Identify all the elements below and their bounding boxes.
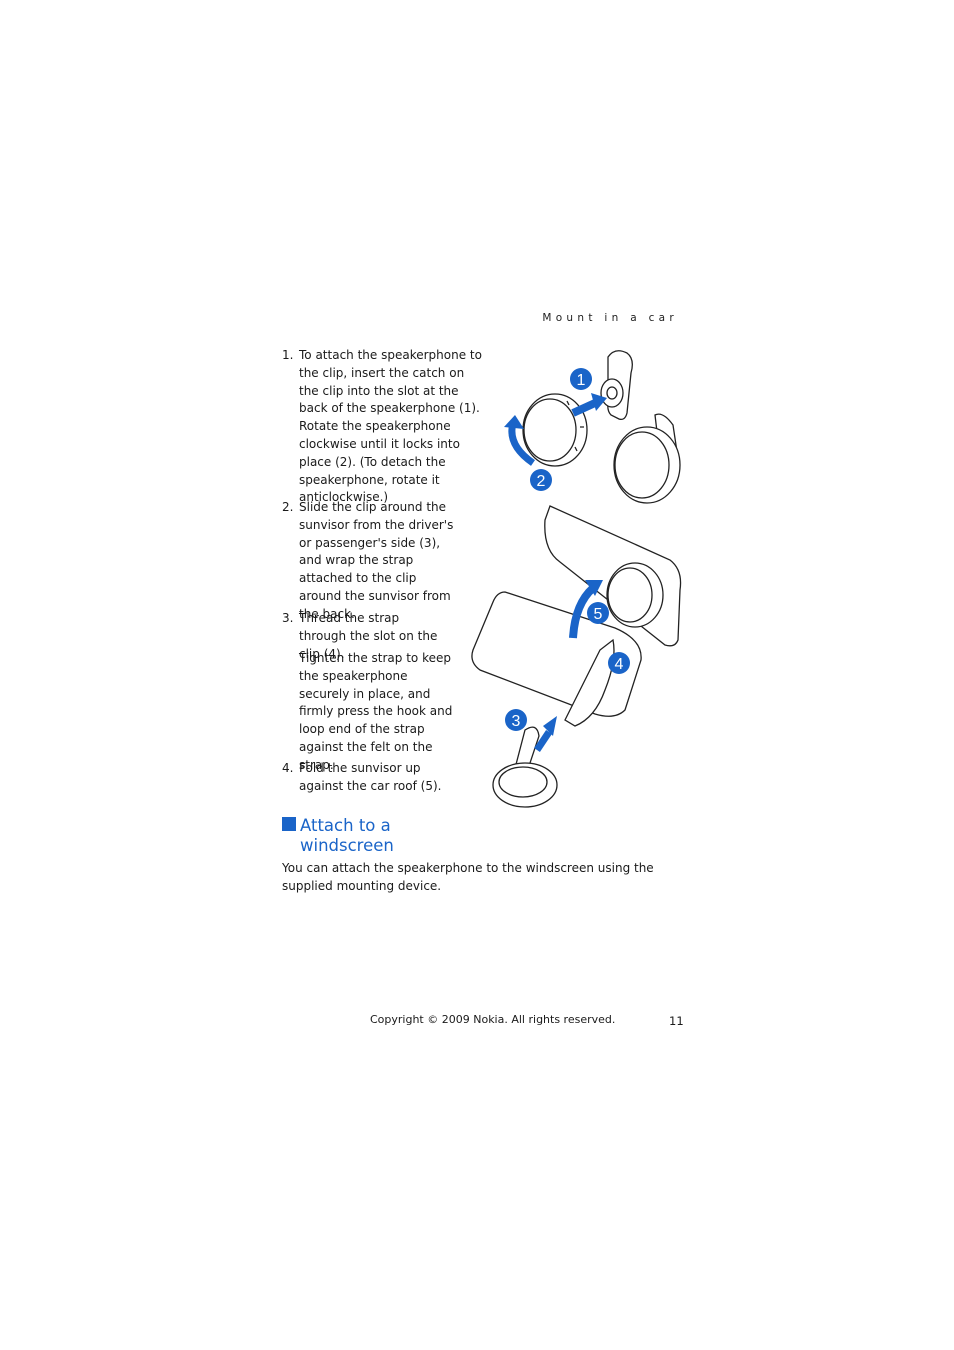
svg-text:4: 4 <box>615 656 624 673</box>
page-number: 11 <box>669 1014 684 1028</box>
svg-text:3: 3 <box>512 713 521 730</box>
step-number: 1. <box>282 348 294 362</box>
callout-2: 2 <box>530 469 552 491</box>
step-text: Slide the clip around the sunvisor from … <box>299 500 454 621</box>
svg-text:1: 1 <box>577 372 586 389</box>
section-heading-text: Attach to a windscreen <box>300 816 394 855</box>
callout-1: 1 <box>570 368 592 390</box>
sunvisor-illustration: 5 4 3 <box>471 505 682 808</box>
step-number: 3. <box>282 611 294 625</box>
arrow-1-icon <box>571 393 607 417</box>
section-intro: You can attach the speakerphone to the w… <box>282 861 654 893</box>
step-number: 2. <box>282 500 294 514</box>
arrow-2-icon <box>504 415 536 466</box>
svg-text:5: 5 <box>594 606 603 623</box>
arrow-3-icon <box>534 716 557 752</box>
footer-copyright: Copyright © 2009 Nokia. All rights reser… <box>370 1013 616 1026</box>
arrow-5-icon <box>569 580 603 639</box>
heading-bullet-icon <box>282 817 296 831</box>
step-text: To attach the speakerphone to the clip, … <box>299 348 482 505</box>
callout-5: 5 <box>587 602 609 624</box>
callout-4: 4 <box>608 652 630 674</box>
step-text: Fold the sunvisor up against the car roo… <box>299 761 442 793</box>
clip-attach-illustration: 1 2 <box>504 350 681 504</box>
callout-3: 3 <box>505 709 527 731</box>
step-number: 4. <box>282 761 294 775</box>
step-note: Tighten the strap to keep the speakerpho… <box>299 651 453 772</box>
running-header: Mount in a car <box>542 312 678 324</box>
step-text: Thread the strap through the slot on the… <box>299 611 438 661</box>
svg-text:2: 2 <box>537 473 546 490</box>
